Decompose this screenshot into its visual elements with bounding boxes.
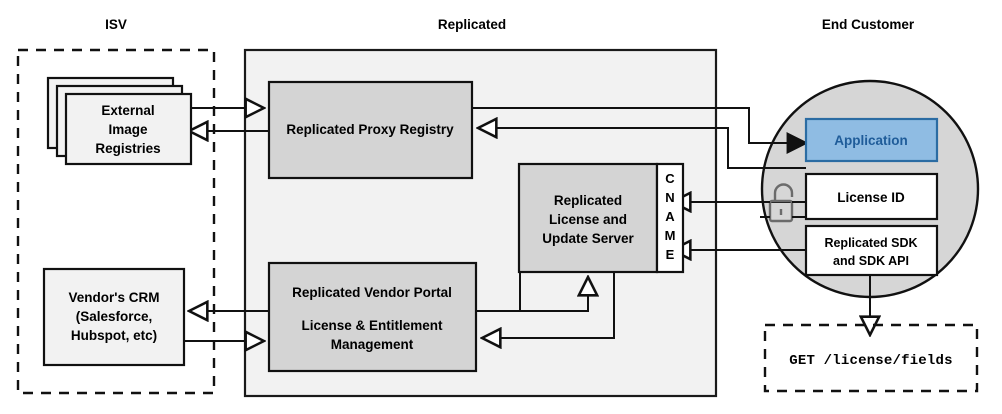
replicated-vendor-portal[interactable] <box>267 261 478 373</box>
replicated-vendor-portal-label-2: License & Entitlement <box>301 318 443 333</box>
external-image-registries[interactable] <box>64 92 193 166</box>
vendors-crm[interactable] <box>42 267 186 367</box>
replicated-proxy-registry[interactable] <box>267 80 474 180</box>
api-request-label: GET /license/fields <box>789 353 952 369</box>
license-id-label: License ID <box>837 190 905 205</box>
cname-letter-a: A <box>665 209 675 224</box>
replicated-vendor-portal-label-1: Replicated Vendor Portal <box>292 285 452 300</box>
replicated-license-update-server-label-2: License and <box>549 212 627 227</box>
replicated-license-update-server-label-3: Update Server <box>542 231 634 246</box>
external-image-registries-label-3: Registries <box>95 141 160 156</box>
replicated-sdk-box[interactable] <box>804 224 939 277</box>
connection-proxy-to-application <box>472 107 806 143</box>
replicated-sdk-label-2: and SDK API <box>833 254 909 268</box>
unlock-icon <box>760 183 806 223</box>
external-image-registries-label-1: External <box>101 103 154 118</box>
application-box[interactable] <box>804 117 939 163</box>
cname-letter-n: N <box>665 190 674 205</box>
replicated-license-update-server-label-1: Replicated <box>554 193 622 208</box>
external-image-registries-label-2: Image <box>108 122 148 137</box>
connection-vendor-portal-to-license-server <box>476 277 588 312</box>
column-title-replicated: Replicated <box>438 17 506 32</box>
vendors-crm-label-1: Vendor's CRM <box>69 290 160 305</box>
replicated-vendor-portal-label-3: Management <box>331 337 414 352</box>
connection-license-server-to-vendor-portal <box>482 272 615 338</box>
isv-boundary <box>16 48 216 395</box>
cname-letter-m: M <box>665 228 676 243</box>
column-title-isv: ISV <box>105 17 127 32</box>
vendors-crm-label-3: Hubspot, etc) <box>71 328 157 343</box>
cname-strip[interactable] <box>655 162 685 274</box>
cname-letter-c: C <box>665 171 675 186</box>
connection-application-to-proxy <box>478 128 806 169</box>
column-title-end-customer: End Customer <box>822 17 915 32</box>
application-label: Application <box>834 133 908 148</box>
api-request-box <box>763 323 979 393</box>
cname-letter-e: E <box>666 247 675 262</box>
replicated-proxy-registry-label: Replicated Proxy Registry <box>286 122 454 137</box>
vendors-crm-label-2: (Salesforce, <box>76 309 153 324</box>
license-id-box[interactable] <box>804 172 939 221</box>
replicated-sdk-label-1: Replicated SDK <box>824 236 917 250</box>
